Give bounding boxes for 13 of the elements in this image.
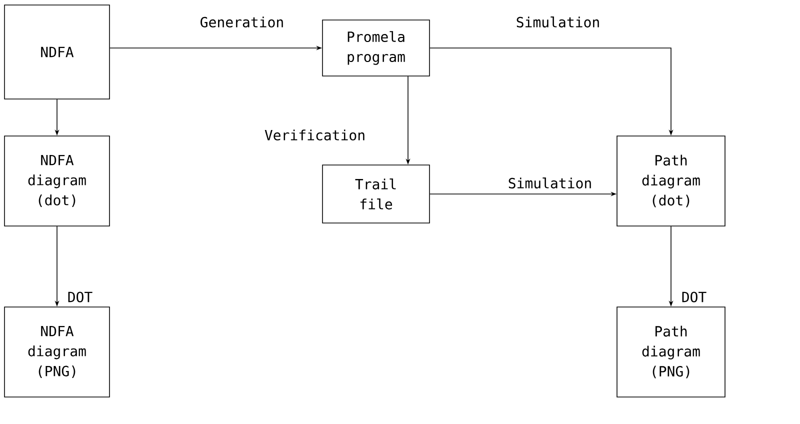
edge-label: Simulation [508,178,591,188]
process-box: Path diagram (PNG) [616,306,726,398]
process-box: NDFA diagram (PNG) [4,306,110,398]
process-box: NDFA [4,4,110,100]
edge-label: DOT [682,292,706,302]
process-box: Promela program [322,20,430,76]
edge-label: Generation [200,16,283,28]
process-box: NDFA diagram (dot) [4,136,110,226]
process-box: Path diagram (dot) [616,136,726,226]
edge-label: Simulation [516,16,599,28]
edge-label: Verification [264,130,364,140]
edge-label: DOT [68,292,92,302]
process-box: Trail file [322,164,430,224]
